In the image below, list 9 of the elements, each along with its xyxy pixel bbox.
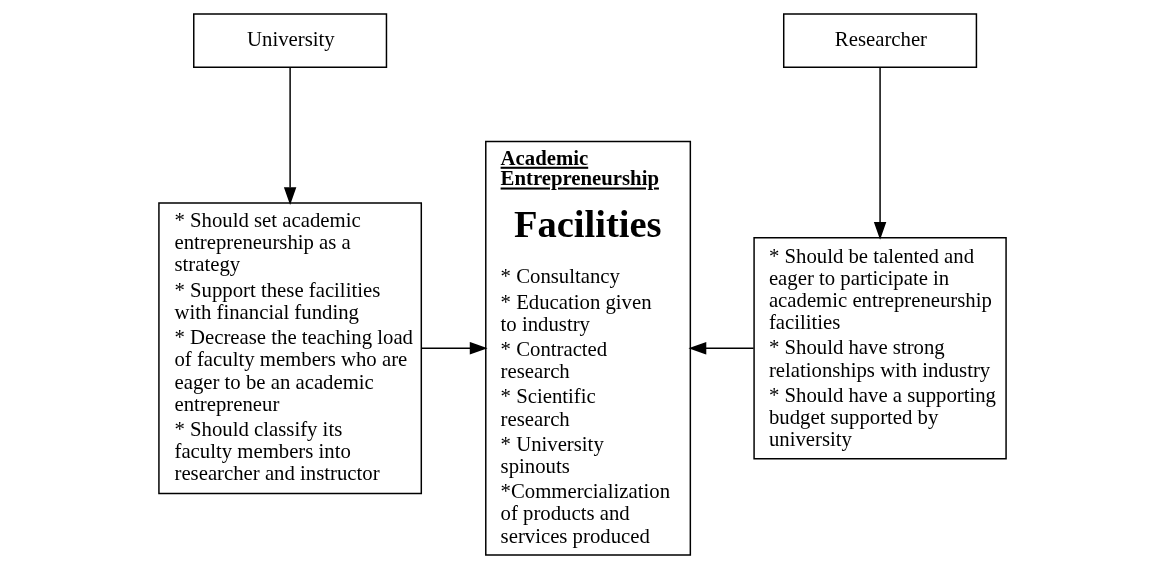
node-box: Academic Entrepreneurship Facilities * Consultancy * Education given to industry * Contracted research * Scientific research * University spinouts *Commercialization of products and services produced xyxy=(484,140,691,556)
node-box: University xyxy=(192,13,387,69)
arrow xyxy=(687,342,754,355)
node-box: * Should set academic entrepreneurship as a strategy * Support these facilities with financial funding * Decrease the teaching load of faculty members who are eager to be an academic entrepreneur * Should classify its faculty members into researcher and instructor xyxy=(157,202,422,495)
node-box: Researcher xyxy=(782,13,977,69)
node-box: * Should be talented and eager to participate in academic entrepreneurship facilities * Should have strong relationships with industry * Should have a supporting budget supported by university xyxy=(752,237,1007,460)
arrow xyxy=(283,66,296,205)
arrow xyxy=(873,66,886,240)
arrow xyxy=(420,342,488,355)
